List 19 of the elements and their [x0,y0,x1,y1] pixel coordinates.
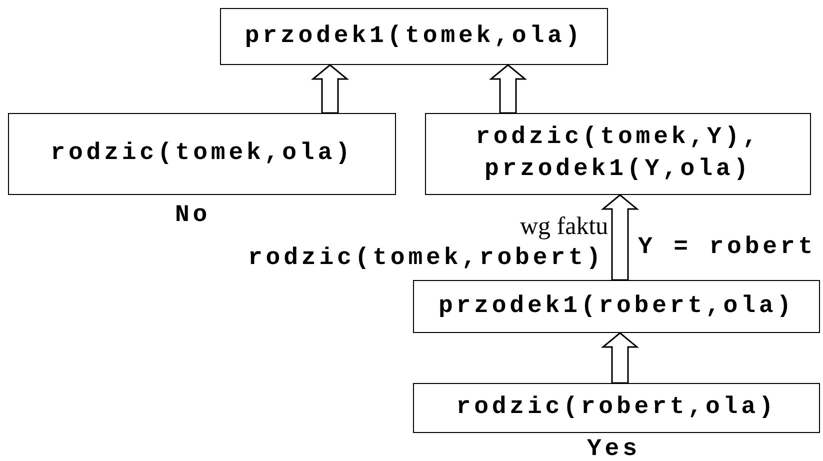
goal-box [413,383,820,433]
goal-text: przodek1(tomek,ola) [244,22,584,52]
result-label: Yes [587,435,640,461]
result-label: No [175,201,211,231]
block-arrow [600,332,640,384]
goal-text: rodzic(robert,ola) [456,393,777,423]
goal-text: rodzic(tomek,Y), przodek1(Y,ola) [474,123,762,185]
block-arrow [310,64,350,114]
fact-label: rodzic(tomek,robert) [248,244,604,274]
block-arrow [488,64,528,114]
goal-box [413,280,820,333]
goal-box [425,113,811,195]
goal-box [8,113,396,195]
goal-text: przodek1(robert,ola) [438,292,795,322]
goal-box [220,8,608,65]
block-arrow [600,194,640,281]
goal-text: rodzic(tomek,ola) [50,139,354,169]
note-text: wg faktu [520,213,608,241]
edge-label: Y = robert [638,233,816,263]
